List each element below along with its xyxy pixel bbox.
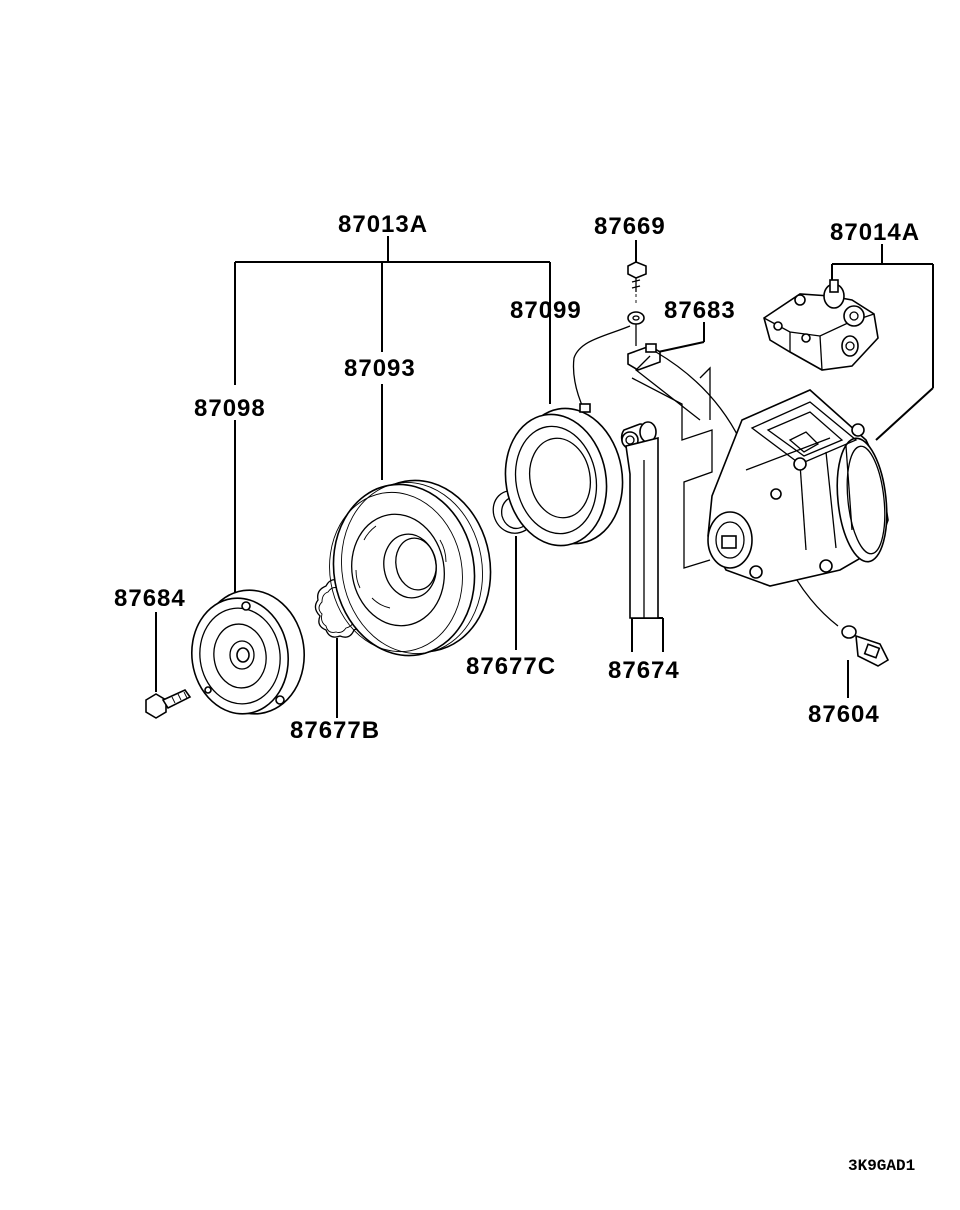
- label-87677c: 87677C: [466, 653, 556, 680]
- bolt-top-drawing: [627, 261, 647, 346]
- leader-lines: [155, 236, 934, 718]
- pulley-drawing: [329, 479, 492, 657]
- coil-drawing: [504, 325, 631, 547]
- figure-code: 3K9GAD1: [848, 1157, 915, 1175]
- valve-block-drawing: [763, 279, 879, 371]
- label-87093: 87093: [344, 355, 416, 382]
- label-87014a: 87014A: [830, 219, 920, 246]
- label-87098: 87098: [194, 395, 266, 422]
- label-87684: 87684: [114, 585, 186, 612]
- label-87013a: 87013A: [338, 211, 428, 238]
- bolt-front-drawing: [145, 688, 192, 719]
- label-87604: 87604: [808, 701, 880, 728]
- label-87674: 87674: [608, 657, 680, 684]
- compressor-drawing: [707, 389, 889, 587]
- sensor-drawing: [841, 625, 890, 667]
- stay-drawing: [620, 366, 713, 619]
- label-87683: 87683: [664, 297, 736, 324]
- label-87099: 87099: [510, 297, 582, 324]
- part-labels: 87013A 87014A 87669 87099 87683 87093 87…: [114, 211, 920, 1175]
- label-87677b: 87677B: [290, 717, 380, 744]
- label-87669: 87669: [594, 213, 666, 240]
- hub-plate-drawing: [190, 589, 306, 715]
